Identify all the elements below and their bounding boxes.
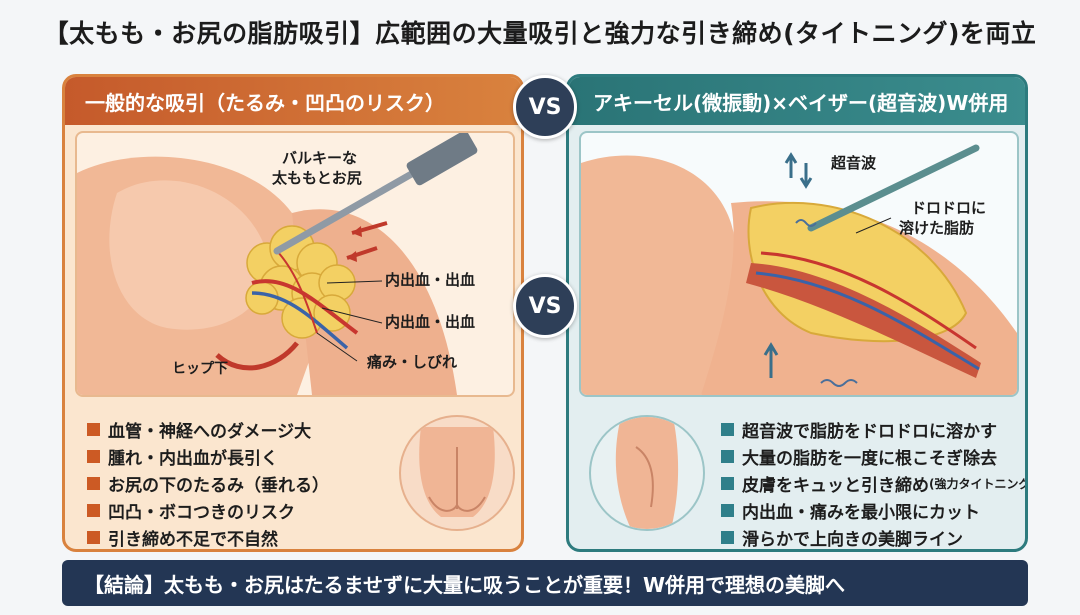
label-pain-numbness: 痛み・しびれ	[366, 353, 457, 371]
left-panel-header: 一般的な吸引（たるみ・凹凸のリスク）	[65, 77, 521, 125]
vs-badge-middle: VS	[513, 274, 577, 338]
benefit-item: 滑らかで上向きの美脚ライン	[721, 525, 1025, 549]
vs-badge-top: VS	[513, 75, 577, 139]
risk-list: 血管・神経へのダメージ大 腫れ・内出血が長引く お尻の下のたるみ（垂れる） 凹凸…	[87, 417, 329, 549]
page-title: 【太もも・お尻の脂肪吸引】広範囲の大量吸引と強力な引き締め(タイトニング)を両立	[43, 19, 1037, 48]
label-melted-line2: 溶けた脂肪	[899, 219, 974, 237]
label-bulky-line2: 太ももとお尻	[272, 169, 362, 187]
label-bruising-1: 内出血・出血	[385, 271, 475, 289]
sagging-buttocks-inset	[399, 415, 515, 531]
bullet-square-icon	[87, 476, 100, 490]
risk-item: 凹凸・ボコつきのリスク	[87, 498, 329, 523]
bullet-square-icon	[87, 449, 100, 463]
benefit-item: 超音波で脂肪をドロドロに溶かす	[721, 417, 1025, 442]
bullet-square-icon	[721, 422, 734, 436]
bullet-square-icon	[87, 422, 100, 436]
label-bulky-line1: バルキーな	[282, 149, 357, 167]
w-combination-illustration: 超音波 ドロドロに 溶けた脂肪	[579, 131, 1019, 397]
conventional-liposuction-illustration: バルキーな 太ももとお尻 内出血・出血 内出血・出血 痛み・しびれ ヒップ下	[75, 131, 515, 397]
bullet-square-icon	[721, 503, 734, 517]
w-combination-panel: アキーセル(微振動)×ベイザー(超音波)W併用 超音波 ドロドロに 溶けた脂肪	[566, 74, 1028, 552]
bullet-square-icon	[721, 476, 734, 490]
conclusion-banner: 【結論】太もも・お尻はたるませずに大量に吸うことが重要！W併用で理想の美脚へ	[62, 560, 1028, 606]
label-ultrasound: 超音波	[830, 154, 877, 172]
label-melted-line1: ドロドロに	[911, 199, 986, 217]
benefit-item: 内出血・痛みを最小限にカット	[721, 498, 1025, 523]
lifted-leg-inset	[589, 415, 705, 531]
bullet-square-icon	[721, 449, 734, 463]
label-bruising-2: 内出血・出血	[385, 313, 475, 331]
risk-item: 引き締め不足で不自然	[87, 525, 329, 549]
bullet-square-icon	[87, 503, 100, 517]
benefit-note: (強力タイトニング)	[929, 476, 1028, 491]
risk-item: 腫れ・内出血が長引く	[87, 444, 329, 469]
risk-item: 血管・神経へのダメージ大	[87, 417, 329, 442]
benefit-list: 超音波で脂肪をドロドロに溶かす 大量の脂肪を一度に根こそぎ除去 皮膚をキュッと引…	[721, 417, 1028, 549]
benefit-item: 皮膚をキュッと引き締め(強力タイトニング)	[721, 471, 1028, 496]
risk-item: お尻の下のたるみ（垂れる）	[87, 471, 329, 496]
label-under-hip: ヒップ下	[172, 361, 228, 377]
bullet-square-icon	[721, 530, 734, 544]
conventional-liposuction-panel: 一般的な吸引（たるみ・凹凸のリスク）	[62, 74, 524, 552]
right-panel-header: アキーセル(微振動)×ベイザー(超音波)W併用	[569, 77, 1025, 125]
benefit-item: 大量の脂肪を一度に根こそぎ除去	[721, 444, 1025, 469]
bullet-square-icon	[87, 530, 100, 544]
